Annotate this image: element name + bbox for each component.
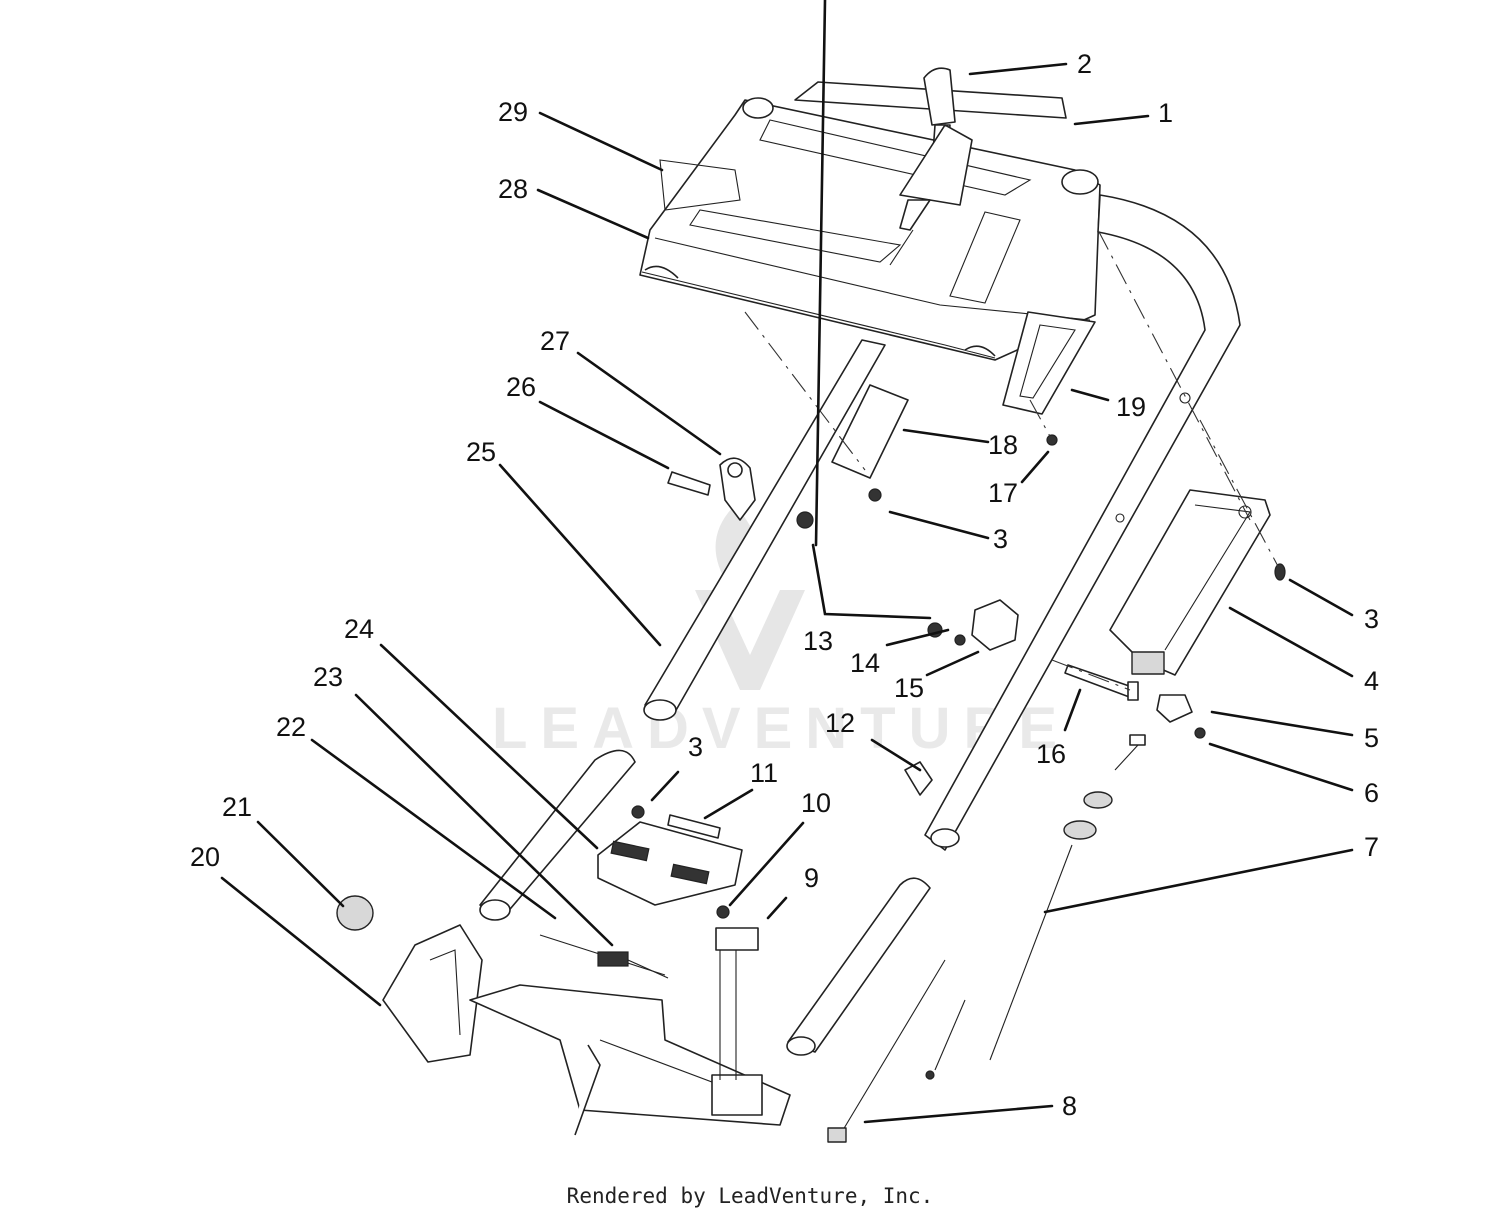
callout-11: 11	[750, 758, 778, 788]
callout-29: 29	[498, 97, 528, 127]
cover-18	[831, 384, 909, 479]
bolt-16	[1064, 664, 1139, 701]
watermark-text: LEADVENTURE	[492, 696, 1070, 761]
watermark-logo: LEADVENTURE	[492, 505, 1070, 761]
post-9	[715, 927, 759, 1080]
leader-lines	[220, 0, 1354, 1124]
callout-labels: 1 2 3 3 3 4 5 6 7 8 9 10 11 12 13 14 15 …	[190, 49, 1379, 1121]
callout-8: 8	[1062, 1091, 1077, 1121]
plate-19	[1002, 311, 1096, 415]
shift-lever-2	[889, 67, 973, 266]
rod-8	[827, 959, 966, 1143]
callout-3-c: 3	[688, 732, 703, 762]
callout-1: 1	[1158, 98, 1173, 128]
callout-17: 17	[988, 478, 1018, 508]
spring-assembly-22-23	[539, 934, 669, 979]
callout-24: 24	[344, 614, 374, 644]
callout-25: 25	[466, 437, 496, 467]
tube-25	[643, 339, 886, 721]
plate-24	[597, 821, 743, 906]
handle-lower-left	[479, 749, 636, 921]
callout-5: 5	[1364, 723, 1379, 753]
callout-27: 27	[540, 326, 570, 356]
hardware	[631, 434, 1286, 1080]
callout-19: 19	[1116, 392, 1146, 422]
callout-23: 23	[313, 662, 343, 692]
clip-5	[1156, 694, 1193, 723]
callout-14: 14	[850, 648, 880, 678]
callout-13: 13	[803, 626, 833, 656]
callout-22: 22	[276, 712, 306, 742]
callout-2: 2	[1077, 49, 1092, 79]
block-15	[971, 599, 1019, 651]
callout-3-a: 3	[993, 524, 1008, 554]
callout-4: 4	[1364, 666, 1379, 696]
callout-21: 21	[222, 792, 252, 822]
callout-18: 18	[988, 430, 1018, 460]
bracket-27	[719, 457, 756, 521]
bolt-26	[667, 471, 711, 496]
callout-12: 12	[825, 708, 855, 738]
handle-lower-right	[786, 877, 931, 1056]
callout-7: 7	[1364, 832, 1379, 862]
callout-26: 26	[506, 372, 536, 402]
callout-20: 20	[190, 842, 220, 872]
alignment-lines	[744, 229, 1281, 691]
callout-28: 28	[498, 174, 528, 204]
callout-9: 9	[804, 863, 819, 893]
callout-3-b: 3	[1364, 604, 1379, 634]
callout-16: 16	[1036, 739, 1066, 769]
callout-6: 6	[1364, 778, 1379, 808]
housing-20	[382, 924, 483, 1063]
knob-21	[336, 895, 374, 931]
callout-15: 15	[894, 673, 924, 703]
frame-base	[469, 984, 791, 1136]
footer-credit: Rendered by LeadVenture, Inc.	[566, 1184, 934, 1208]
cable-7	[989, 734, 1146, 1061]
callout-10: 10	[801, 788, 831, 818]
handle-right	[924, 194, 1241, 851]
panel-cover-4	[1109, 489, 1271, 676]
